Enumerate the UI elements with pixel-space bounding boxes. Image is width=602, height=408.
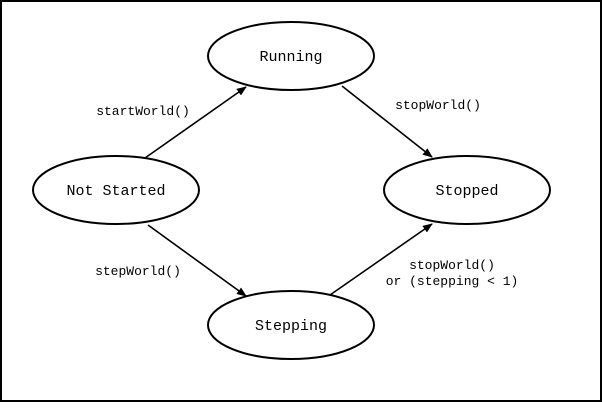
state-label-not-started: Not Started <box>66 183 165 200</box>
state-node-stopped: Stopped <box>383 155 551 225</box>
edge-label-stop-world-stepping-line2: or (stepping < 1) <box>386 274 519 289</box>
edge-label-step-world: stepWorld() <box>95 264 181 279</box>
edge-stop-world-from-stepping <box>329 223 433 296</box>
state-node-running: Running <box>207 21 375 91</box>
state-label-running: Running <box>259 49 322 66</box>
edge-label-stop-world-stepping-line1: stopWorld() <box>409 258 495 273</box>
state-label-stopped: Stopped <box>435 183 498 200</box>
state-label-stepping: Stepping <box>255 318 327 335</box>
edge-label-start-world: startWorld() <box>96 104 190 119</box>
state-node-not-started: Not Started <box>32 155 200 225</box>
edge-stop-world-from-running <box>341 85 433 158</box>
state-node-stepping: Stepping <box>207 290 375 360</box>
edge-step-world <box>147 224 247 297</box>
edge-label-stop-world-running: stopWorld() <box>395 98 481 113</box>
edge-start-world <box>144 86 247 159</box>
